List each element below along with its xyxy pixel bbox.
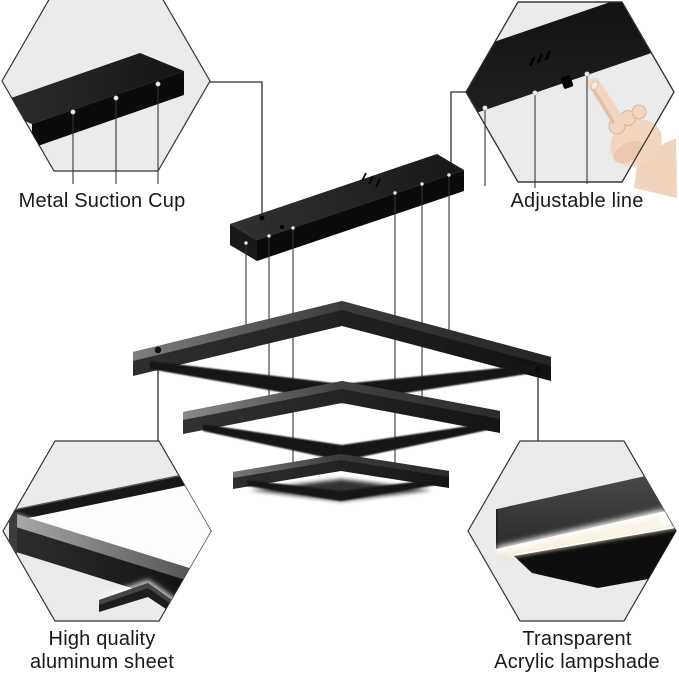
adjustable-wires [484, 76, 588, 188]
adjustable-screws [482, 71, 590, 111]
callout-label-acrylic-lampshade: Transparent Acrylic lampshade [467, 628, 679, 674]
chandelier-tier-small [233, 454, 449, 501]
tier-small-bottom-band [247, 479, 437, 501]
label-text-line1: Transparent [522, 628, 632, 650]
label-text-line2: Acrylic lampshade [494, 651, 660, 673]
label-text-line1: High quality [48, 628, 156, 650]
aluminum-frame-illustration [3, 468, 211, 621]
tier-middle-top-face [183, 381, 500, 420]
connector-attach-dots [154, 346, 542, 373]
tier-middle-bottom-band [203, 423, 488, 461]
hand-pointer-illustration [587, 77, 677, 198]
canopy-vent-slots [361, 172, 381, 188]
adjustable-line-bar-illustration [466, 2, 660, 122]
label-text: Adjustable line [510, 190, 644, 212]
upper-frame-band [4, 469, 211, 523]
canopy-left-cap [230, 224, 257, 261]
callout-hexagon-acrylic-lampshade [467, 440, 677, 622]
suction-cup-bar-illustration [2, 53, 184, 148]
callout-label-metal-suction-cup: Metal Suction Cup [0, 190, 212, 213]
connector-top-left [210, 81, 263, 216]
canopy-front-face [257, 170, 464, 261]
fingernail [590, 81, 599, 90]
callout-label-adjustable-line: Adjustable line [467, 190, 679, 213]
suction-cup-screws [70, 81, 161, 115]
callout-hexagon-adjustable-line [465, 1, 677, 198]
label-text: Metal Suction Cup [18, 190, 186, 212]
tier-large-top-face [133, 301, 551, 366]
lower-lampshade-bar [514, 528, 676, 588]
callout-hexagon-metal-suction-cup [1, 0, 211, 184]
tier-small-top-face [233, 454, 449, 478]
canopy-top-face [230, 154, 464, 240]
callout-hexagon-aluminum-sheet [2, 440, 212, 622]
main-bar-end-cap [9, 511, 17, 554]
hexagon-outline-overlay [465, 1, 675, 183]
suction-cup-wires [72, 86, 159, 184]
canopy-screws [244, 173, 451, 245]
canopy-hole [259, 215, 265, 221]
label-text-line2: aluminum sheet [30, 651, 174, 673]
lampshade-glow-illustration [496, 471, 676, 588]
ceiling-canopy-bar [230, 154, 464, 261]
canopy-hole [280, 225, 284, 229]
upper-lampshade-bar [497, 471, 668, 549]
main-bar-top-face [16, 514, 211, 588]
callout-label-aluminum-sheet: High quality aluminum sheet [0, 628, 212, 674]
connector-top-right [450, 91, 466, 172]
chandelier-tier-middle [183, 381, 500, 461]
tier-small-shadow [250, 479, 432, 501]
